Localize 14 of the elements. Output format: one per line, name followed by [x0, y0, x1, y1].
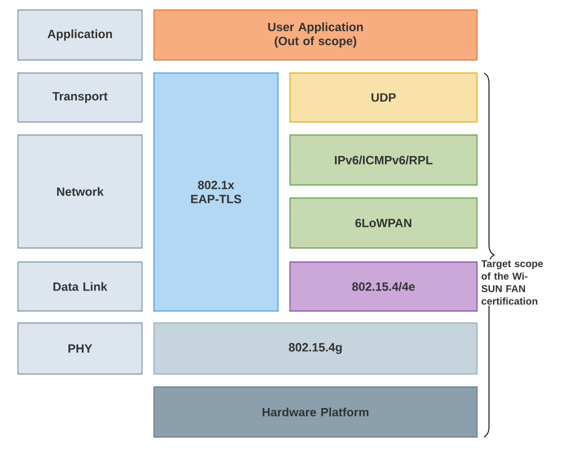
layer-box: Application — [17, 9, 143, 61]
protocol-box: 802.1x EAP-TLS — [153, 72, 279, 312]
layer-box: PHY — [17, 322, 143, 375]
protocol-box: 802.15.4/4e — [289, 261, 478, 312]
protocol-box: User Application (Out of scope) — [153, 9, 478, 61]
layer-box: Transport — [17, 72, 143, 123]
layer-box: Data Link — [17, 261, 143, 312]
layer-box: Network — [17, 134, 143, 249]
protocol-box: 6LoWPAN — [289, 197, 478, 249]
protocol-box: 802.15.4g — [153, 322, 478, 375]
protocol-box: UDP — [289, 72, 478, 123]
protocol-box: Hardware Platform — [153, 386, 478, 438]
scope-note: Target scope of the Wi-SUN FAN certification — [480, 259, 548, 306]
protocol-box: IPv6/ICMPv6/RPL — [289, 134, 478, 186]
